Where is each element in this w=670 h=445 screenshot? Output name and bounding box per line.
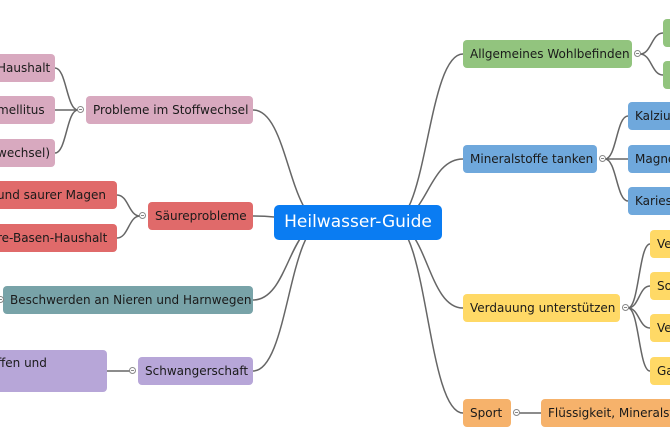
link-n-verd-1 [627,285,651,309]
topic-allgemeines-wohlbefinden[interactable]: Allgemeines Wohlbefinden [463,40,632,68]
collapse-toggle-mineralstoffe[interactable] [599,155,606,162]
subtopic-magnesium[interactable]: Magne [628,145,670,173]
link-n-mineral-0 [604,115,629,160]
topic-mineralstoffe-tanken[interactable]: Mineralstoffe tanken [463,145,597,173]
link-n-saeure-0 [116,194,141,217]
link-root-wohlbefinden [391,53,464,224]
topic-verdauung-unterstuetzen[interactable]: Verdauung unterstützen [463,294,620,322]
subtopic-verdauung-3[interactable]: Ve [650,314,670,342]
link-n-mineral-2 [604,158,629,202]
subtopic-verdauung-2[interactable]: So [650,272,670,300]
collapse-toggle-wohlbefinden[interactable] [634,50,641,57]
link-n-stoff-2 [54,109,79,154]
topic-saeureprobleme[interactable]: Säureprobleme [148,202,253,230]
collapse-toggle-nieren[interactable] [0,296,4,303]
subtopic-verdauung-4[interactable]: Ga [650,357,670,385]
subtopic-verdauung-1[interactable]: Ve [650,230,670,258]
root-topic-heilwasser-guide[interactable]: Heilwasser-Guide [274,205,442,240]
link-n-verd-3 [627,307,651,372]
link-n-saeure-1 [116,215,141,239]
topic-schwangerschaft[interactable]: Schwangerschaft [138,357,253,385]
subtopic-wohlbefinden-2[interactable] [663,61,670,89]
collapse-toggle-saeure[interactable] [139,212,146,219]
subtopic-karies[interactable]: Karies [628,187,670,215]
topic-beschwerden-nieren-harnwege[interactable]: Beschwerden an Nieren und Harnwegen [3,286,253,314]
link-root-sport [391,221,464,414]
link-n-wohl-1 [639,53,664,76]
subtopic-wechsel[interactable]: wechsel) [0,139,55,167]
link-n-stoff-0 [54,67,79,111]
topic-sport[interactable]: Sport [463,399,511,427]
subtopic-wohlbefinden-1[interactable] [663,19,670,47]
subtopic-schwangerschaft-detail[interactable]: ffen und [0,350,107,392]
subtopic-mellitus[interactable]: mellitus [0,96,55,124]
link-n-verd-0 [627,243,651,309]
collapse-toggle-stoffwechsel[interactable] [77,106,84,113]
subtopic-haushalt[interactable]: Haushalt [0,54,55,82]
collapse-toggle-verdauung[interactable] [622,304,629,311]
subtopic-saurer-magen[interactable]: und saurer Magen [0,181,117,209]
subtopic-saeure-basen-haushalt[interactable]: re-Basen-Haushalt [0,224,117,252]
link-n-wohl-0 [639,32,664,55]
collapse-toggle-sport[interactable] [513,409,520,416]
topic-probleme-im-stoffwechsel[interactable]: Probleme im Stoffwechsel [86,96,253,124]
collapse-toggle-schwangerschaft[interactable] [129,367,136,374]
subtopic-kalzium[interactable]: Kalziu [628,102,670,130]
subtopic-fluessigkeit-mineralstoffe[interactable]: Flüssigkeit, Mineralst [541,399,670,427]
